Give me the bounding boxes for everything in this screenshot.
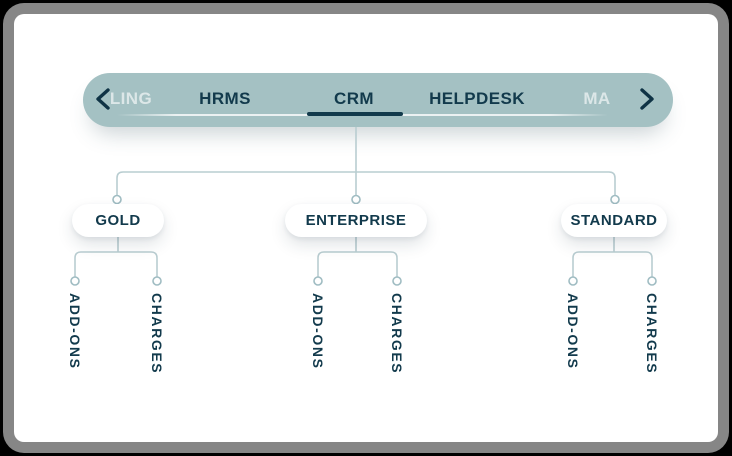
leaf-label-enterprise-addons: ADD-ONS bbox=[310, 293, 326, 370]
leaf-port bbox=[392, 276, 402, 286]
product-tab-bar: LING HRMS CRM HELPDESK MA bbox=[83, 73, 673, 127]
leaf-label-gold-addons: ADD-ONS bbox=[67, 293, 83, 370]
leaf-port bbox=[152, 276, 162, 286]
plan-node-gold[interactable]: GOLD bbox=[72, 204, 164, 237]
chevron-left-icon bbox=[95, 88, 111, 113]
leaf-port bbox=[647, 276, 657, 286]
standard-branch bbox=[572, 251, 653, 277]
node-port bbox=[351, 194, 361, 205]
plan-node-enterprise[interactable]: ENTERPRISE bbox=[285, 204, 427, 237]
tab-hrms[interactable]: HRMS bbox=[199, 89, 251, 108]
prev-tab-button[interactable] bbox=[93, 86, 113, 112]
next-tab-button[interactable] bbox=[637, 86, 657, 112]
tab-crm[interactable]: CRM bbox=[334, 89, 374, 108]
node-port bbox=[112, 194, 122, 205]
chevron-right-icon bbox=[639, 88, 655, 113]
leaf-label-enterprise-charges: CHARGES bbox=[389, 293, 405, 375]
active-tab-underline bbox=[307, 112, 403, 116]
leaf-label-standard-addons: ADD-ONS bbox=[565, 293, 581, 370]
tab-marketing-truncated[interactable]: MA bbox=[583, 89, 611, 108]
tab-helpdesk[interactable]: HELPDESK bbox=[429, 89, 525, 108]
plan-node-standard[interactable]: STANDARD bbox=[561, 204, 667, 237]
pricing-diagram-card: LING HRMS CRM HELPDESK MA bbox=[14, 14, 718, 442]
gold-branch bbox=[74, 251, 158, 277]
leaf-port bbox=[313, 276, 323, 286]
node-port bbox=[610, 194, 620, 205]
leaf-port bbox=[568, 276, 578, 286]
level1-connector bbox=[116, 171, 616, 195]
leaf-label-gold-charges: CHARGES bbox=[149, 293, 165, 375]
enterprise-branch bbox=[317, 251, 398, 277]
leaf-label-standard-charges: CHARGES bbox=[644, 293, 660, 375]
tab-billing-truncated[interactable]: LING bbox=[109, 89, 153, 108]
leaf-port bbox=[70, 276, 80, 286]
